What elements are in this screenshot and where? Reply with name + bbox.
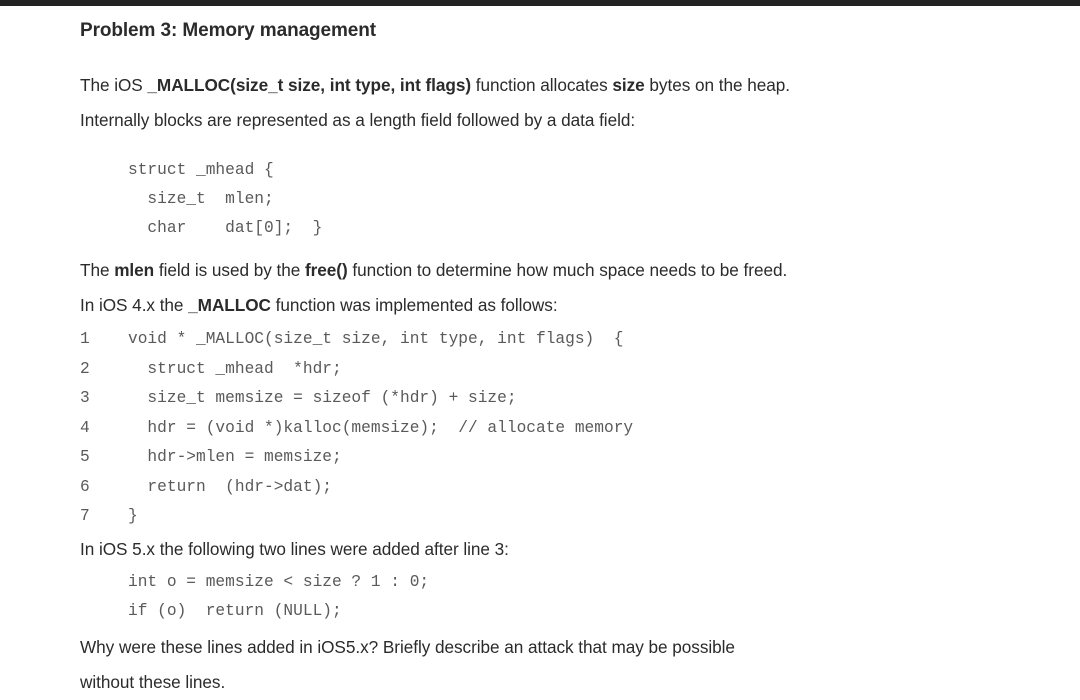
numbered-code-listing: 1 void * _MALLOC(size_t size, int type, … xyxy=(80,323,1080,532)
ios4-text-post: function was implemented as follows: xyxy=(270,295,558,315)
line-code: size_t memsize = sizeof (*hdr) + size; xyxy=(128,389,517,407)
malloc-signature-bold: _MALLOC(size_t size, int type, int flags… xyxy=(147,75,472,95)
line-number: 3 xyxy=(80,389,90,407)
struct-code-line: struct _mhead { xyxy=(128,161,274,179)
ios5-intro-paragraph: In iOS 5.x the following two lines were … xyxy=(80,538,509,559)
intro-paragraph-line-1: The iOS _MALLOC(size_t size, int type, i… xyxy=(80,68,1080,103)
struct-code-line: char dat[0]; } xyxy=(128,219,323,237)
line-number: 1 xyxy=(80,330,90,348)
ios4-paragraph: In iOS 4.x the _MALLOC function was impl… xyxy=(80,288,1080,323)
added-code-block: int o = memsize < size ? 1 : 0; if (o) r… xyxy=(80,568,1080,626)
code-listing-row: 7 } xyxy=(80,502,1080,532)
ios4-text-pre: In iOS 4.x the xyxy=(80,295,189,315)
intro-text-mid: function allocates xyxy=(471,75,613,95)
mlen-bold: mlen xyxy=(114,260,155,280)
code-listing-row: 6 return (hdr->dat); xyxy=(80,473,1080,503)
line-code: } xyxy=(128,507,138,525)
mlen-text-mid: field is used by the xyxy=(154,260,305,280)
code-listing-row: 2 struct _mhead *hdr; xyxy=(80,355,1080,385)
line-code: return (hdr->dat); xyxy=(128,477,332,496)
line-code: hdr->mlen = memsize; xyxy=(128,448,342,466)
intro-paragraph-line-2: Internally blocks are represented as a l… xyxy=(80,110,636,130)
question-paragraph-line-1: Why were these lines added in iOS5.x? Br… xyxy=(80,636,735,657)
code-listing-row: 4 hdr = (void *)kalloc(memsize); // allo… xyxy=(80,414,1080,444)
mlen-paragraph: The mlen field is used by the free() fun… xyxy=(80,253,1080,288)
code-listing-row: 3 size_t memsize = sizeof (*hdr) + size; xyxy=(80,384,1080,414)
page-title: Problem 3: Memory management xyxy=(80,20,377,41)
question-paragraph-line-2: without these lines. xyxy=(80,671,226,692)
code-listing-row: 1 void * _MALLOC(size_t size, int type, … xyxy=(80,325,1080,355)
line-number: 7 xyxy=(80,507,90,525)
struct-code-line: size_t mlen; xyxy=(128,190,274,208)
code-listing-row: 5 hdr->mlen = memsize; xyxy=(80,443,1080,473)
added-code-line: int o = memsize < size ? 1 : 0; xyxy=(128,572,430,591)
line-number: 2 xyxy=(80,359,90,378)
line-code: struct _mhead *hdr; xyxy=(128,359,342,378)
malloc-bold: _MALLOC xyxy=(188,295,271,315)
intro-text-pre: The iOS xyxy=(80,75,148,95)
line-number: 6 xyxy=(80,477,90,496)
line-code: void * _MALLOC(size_t size, int type, in… xyxy=(128,330,624,348)
line-number: 4 xyxy=(80,418,90,437)
added-code-line: if (o) return (NULL); xyxy=(128,601,342,620)
line-code: hdr = (void *)kalloc(memsize); // alloca… xyxy=(128,418,634,437)
line-number: 5 xyxy=(80,448,90,466)
mlen-text-post: function to determine how much space nee… xyxy=(347,260,788,280)
top-dark-bar xyxy=(0,0,1080,6)
struct-code-block: struct _mhead { size_t mlen; char dat[0]… xyxy=(80,156,1080,243)
document-page: Problem 3: Memory management The iOS _MA… xyxy=(0,6,1080,692)
intro-text-post: bytes on the heap. xyxy=(644,75,790,95)
size-bold: size xyxy=(612,75,645,95)
free-bold: free() xyxy=(304,260,348,280)
mlen-text-pre: The xyxy=(80,260,115,280)
